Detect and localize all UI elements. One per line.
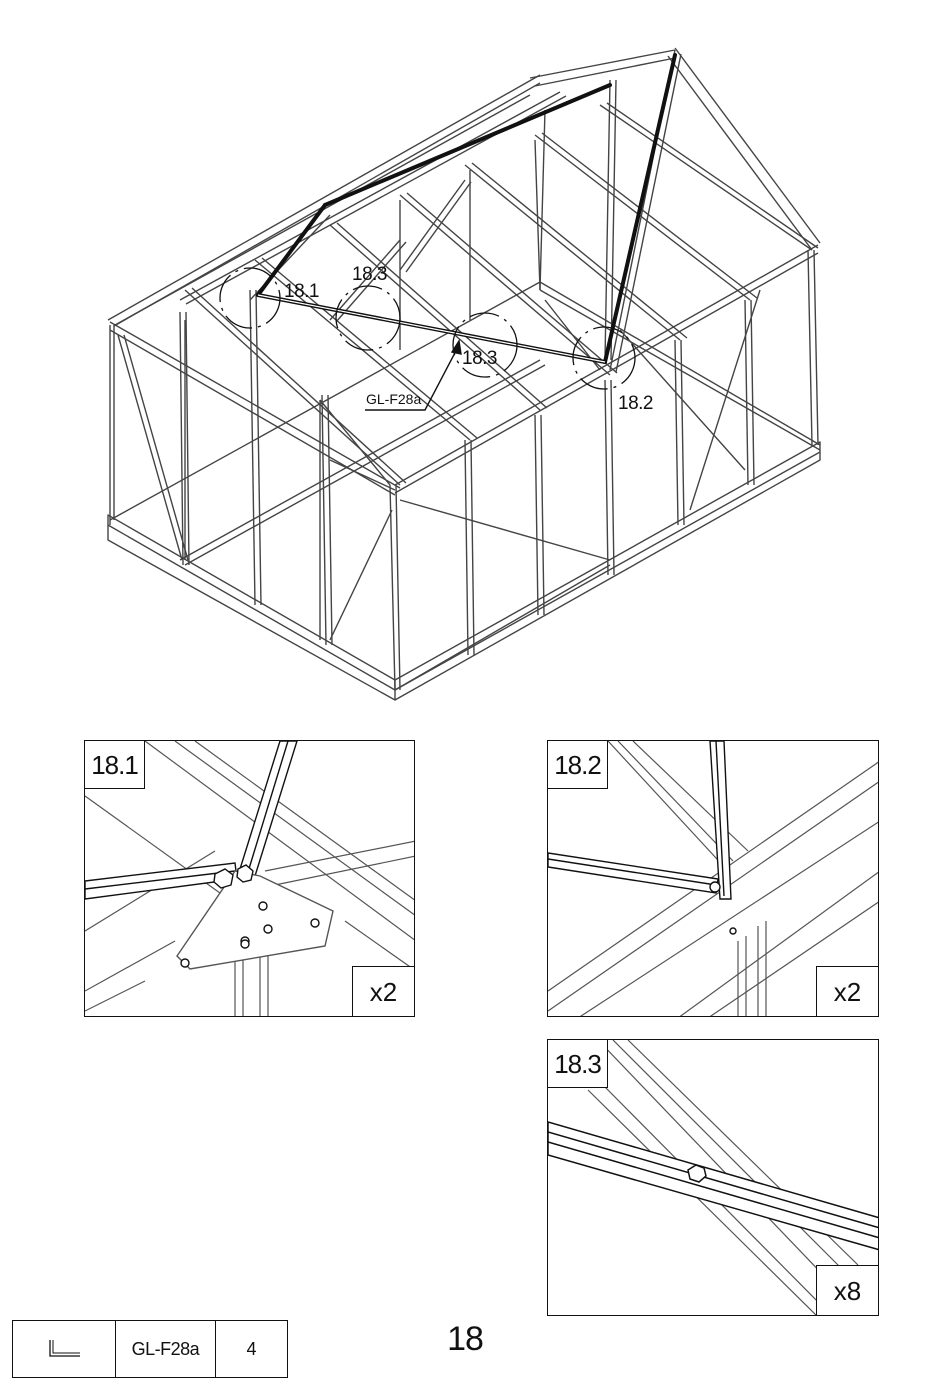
detail-18-2-tag: 18.2	[548, 741, 608, 789]
detail-18-3-tag: 18.3	[548, 1040, 608, 1088]
detail-18-2: 18.2 x2	[547, 740, 879, 1017]
detail-18-3-quantity: x8	[816, 1265, 878, 1315]
callout-18-2: 18.2	[618, 393, 653, 415]
l-profile-icon	[13, 1321, 116, 1377]
parts-table-code: GL-F28a	[116, 1321, 215, 1377]
parts-table-count: 4	[216, 1321, 287, 1377]
detail-18-1-quantity: x2	[352, 966, 414, 1016]
page-number: 18	[430, 1320, 500, 1359]
detail-18-1: 18.1 x2	[84, 740, 415, 1017]
part-label-gl-f28a: GL-F28a	[366, 391, 421, 407]
callout-18-3-first: 18.3	[352, 264, 387, 286]
detail-18-3: 18.3 x8	[547, 1039, 879, 1316]
callout-18-1: 18.1	[284, 281, 319, 303]
detail-18-2-quantity: x2	[816, 966, 878, 1016]
parts-table: GL-F28a 4	[12, 1320, 288, 1378]
callout-18-3-second: 18.3	[462, 348, 497, 370]
detail-18-1-tag: 18.1	[85, 741, 145, 789]
